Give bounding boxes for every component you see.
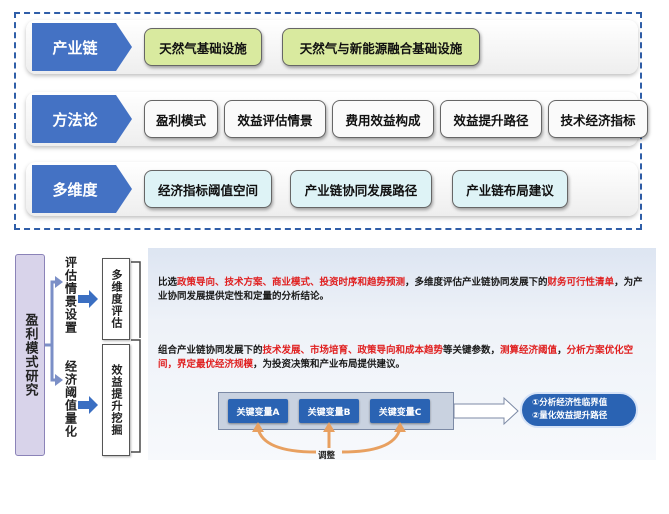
scenario-setting-label: 评估情景设置 — [63, 256, 78, 334]
item-threshold-space: 经济指标阈值空间 — [144, 170, 272, 208]
item-cost-benefit: 费用效益构成 — [332, 100, 434, 138]
stage-multi-dimension: 多维度评估 — [102, 258, 130, 340]
threshold-quantify-label: 经济阈值量化 — [63, 360, 78, 438]
item-profit-model: 盈利模式 — [144, 100, 218, 138]
description-1: 比选政策导向、技术方案、商业模式、投资时序和趋势预测，多维度评估产业链协同发展下… — [158, 277, 643, 302]
method-label: 盈利模式研究 — [22, 313, 38, 397]
result-1: ①分析经济性临界值 — [532, 398, 608, 408]
item-gas-new-energy-infrastructure: 天然气与新能源融合基础设施 — [282, 28, 480, 66]
item-benefit-scenario: 效益评估情景 — [224, 100, 326, 138]
framework-frame: 产业链 天然气基础设施 天然气与新能源融合基础设施 方法论 盈利模式 效益评估情… — [14, 12, 648, 230]
result-2: ②量化效益提升路径 — [532, 411, 608, 421]
row-industry-chain: 产业链 天然气基础设施 天然气与新能源融合基础设施 — [26, 20, 638, 74]
row-label: 方法论 — [32, 95, 132, 143]
result-box: ①分析经济性临界值 ②量化效益提升路径 — [520, 392, 638, 428]
row-label: 产业链 — [32, 23, 132, 71]
row-methodology: 方法论 盈利模式 效益评估情景 费用效益构成 效益提升路径 技术经济指标 — [26, 92, 648, 146]
row-label: 多维度 — [32, 165, 132, 213]
variable-b: 关键变量B — [299, 399, 359, 423]
item-tech-economic-index: 技术经济指标 — [548, 100, 648, 138]
item-coordinated-path: 产业链协同发展路径 — [290, 170, 432, 208]
item-gas-infrastructure: 天然气基础设施 — [144, 28, 262, 66]
variable-c: 关键变量C — [370, 399, 430, 423]
item-benefit-path: 效益提升路径 — [440, 100, 542, 138]
variable-a: 关键变量A — [228, 399, 288, 423]
stage-benefit-mining: 效益提升挖掘 — [102, 344, 130, 456]
description-2: 组合产业链协同发展下的技术发展、市场培育、政策导向和成本趋势等关键参数，测算经济… — [158, 345, 634, 370]
item-layout-suggestion: 产业链布局建议 — [452, 170, 568, 208]
profit-model-research-box: 盈利模式研究 — [15, 254, 45, 456]
row-multi-dimension: 多维度 经济指标阈值空间 产业链协同发展路径 产业链布局建议 — [26, 162, 638, 216]
adjust-label: 调整 — [318, 451, 336, 461]
